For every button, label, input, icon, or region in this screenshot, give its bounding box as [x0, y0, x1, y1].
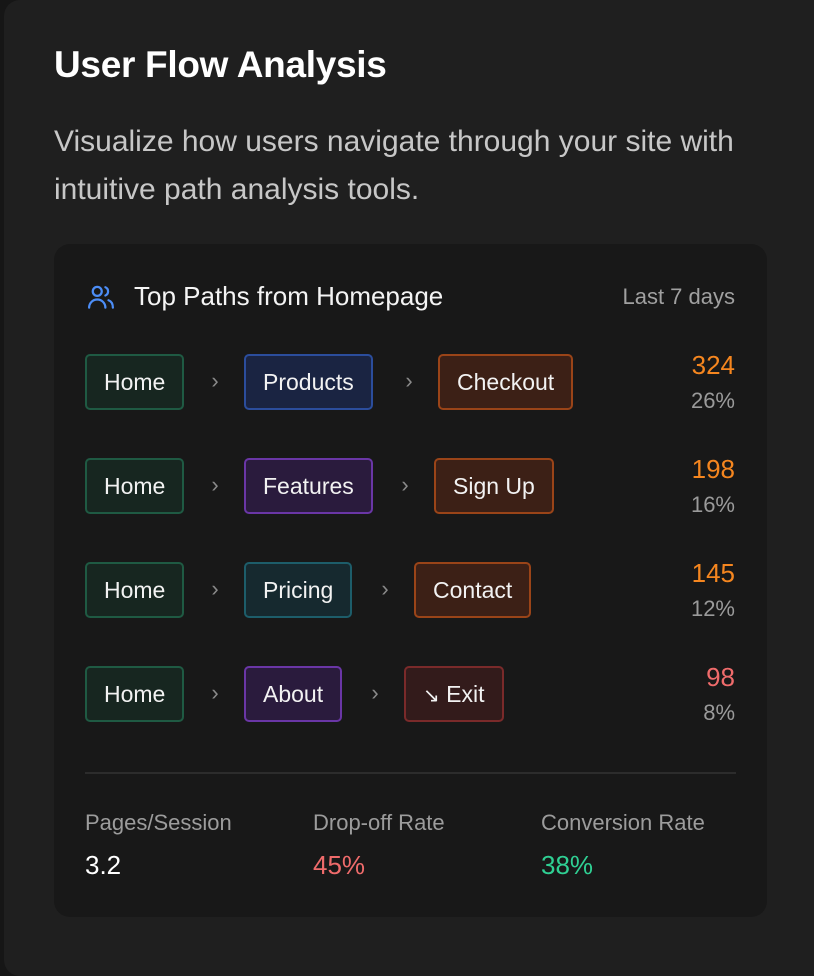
path-count: 324 [691, 350, 735, 380]
stat-label-conversion-rate: Conversion Rate [541, 810, 705, 835]
chevron-right-icon: › [211, 472, 219, 497]
path-count: 145 [691, 558, 735, 588]
path-count: 98 [706, 662, 735, 692]
path-step-home[interactable]: Home [85, 666, 185, 722]
path-row[interactable]: Home › Products › Checkout 324 26% [85, 350, 735, 414]
path-step-about[interactable]: About [244, 666, 343, 722]
top-paths-card: Top Paths from Homepage Last 7 days Home… [54, 244, 767, 917]
chevron-right-icon: › [211, 576, 219, 601]
divider [85, 772, 736, 774]
stat-value-drop-off-rate: 45% [313, 850, 366, 880]
users-icon [88, 285, 114, 309]
path-step-home[interactable]: Home [85, 562, 185, 618]
section-title: User Flow Analysis [54, 44, 387, 85]
stat-label-pages-session: Pages/Session [85, 810, 232, 835]
path-step-home[interactable]: Home [85, 458, 185, 514]
path-step-products[interactable]: Products [244, 354, 373, 410]
card-title: Top Paths from Homepage [134, 281, 444, 311]
path-row[interactable]: Home › Features › Sign Up 198 16% [85, 454, 735, 518]
stat-label-drop-off-rate: Drop-off Rate [313, 810, 445, 835]
path-step-checkout[interactable]: Checkout [438, 354, 574, 410]
path-percent: 16% [690, 492, 735, 517]
path-percent: 12% [690, 596, 735, 621]
path-count: 198 [691, 454, 735, 484]
path-step-exit[interactable]: ↘ Exit [404, 666, 504, 722]
chevron-right-icon: › [211, 680, 219, 705]
section-description: Visualize how users navigate through you… [54, 125, 734, 206]
stat-value-pages-session: 3.2 [85, 850, 122, 880]
path-percent: 8% [703, 700, 735, 725]
stat-value-conversion-rate: 38% [541, 850, 594, 880]
path-step-sign-up[interactable]: Sign Up [434, 458, 554, 514]
chevron-right-icon: › [405, 368, 413, 393]
path-step-contact[interactable]: Contact [414, 562, 532, 618]
chevron-right-icon: › [211, 368, 219, 393]
path-step-pricing[interactable]: Pricing [244, 562, 353, 618]
path-percent: 26% [690, 388, 735, 413]
chevron-right-icon: › [371, 680, 379, 705]
path-row[interactable]: Home › Pricing › Contact 145 12% [85, 558, 735, 622]
trending-down-icon: ↘ [423, 685, 440, 707]
chevron-right-icon: › [381, 576, 389, 601]
path-row[interactable]: Home › About › ↘ Exit 98 8% [85, 662, 735, 726]
path-step-home[interactable]: Home [85, 354, 185, 410]
path-step-features[interactable]: Features [244, 458, 373, 514]
date-range: Last 7 days [622, 284, 735, 309]
path-step-exit-label: Exit [446, 681, 485, 707]
chevron-right-icon: › [401, 472, 409, 497]
